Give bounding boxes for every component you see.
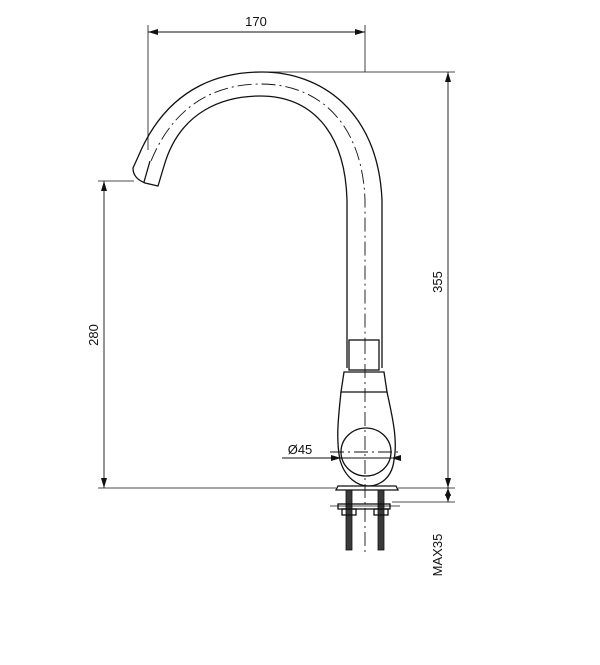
nut-right (373, 508, 389, 516)
spout-inner-edge (163, 95, 348, 368)
spout-collar (348, 339, 380, 371)
handle-lever (340, 371, 388, 393)
dimension-label-355: 355 (430, 271, 445, 293)
dimension-max35: MAX35 (392, 488, 455, 576)
mounting-hardware (330, 489, 400, 551)
dimension-diameter-45: Ø45 (282, 442, 401, 461)
dimension-label-280: 280 (86, 324, 101, 346)
spout-outlet-ring (143, 160, 151, 183)
spout-outlet-tip (132, 156, 165, 187)
dimension-280: 280 (86, 180, 336, 489)
bolt-left (345, 489, 353, 551)
spout-centerline (150, 83, 366, 340)
dimension-label-max35: MAX35 (430, 534, 445, 577)
dimension-label-170: 170 (245, 14, 267, 29)
dimension-355: 355 (262, 71, 455, 489)
faucet-outline (132, 71, 400, 491)
nut-left (341, 508, 357, 516)
dimension-170: 170 (147, 14, 366, 150)
dimension-label-diameter: Ø45 (288, 442, 313, 457)
base-plate (334, 485, 400, 491)
spout-outer-edge (137, 71, 383, 368)
bolt-right (377, 489, 385, 551)
centerlines (150, 83, 402, 555)
mounting-washer (337, 503, 391, 510)
